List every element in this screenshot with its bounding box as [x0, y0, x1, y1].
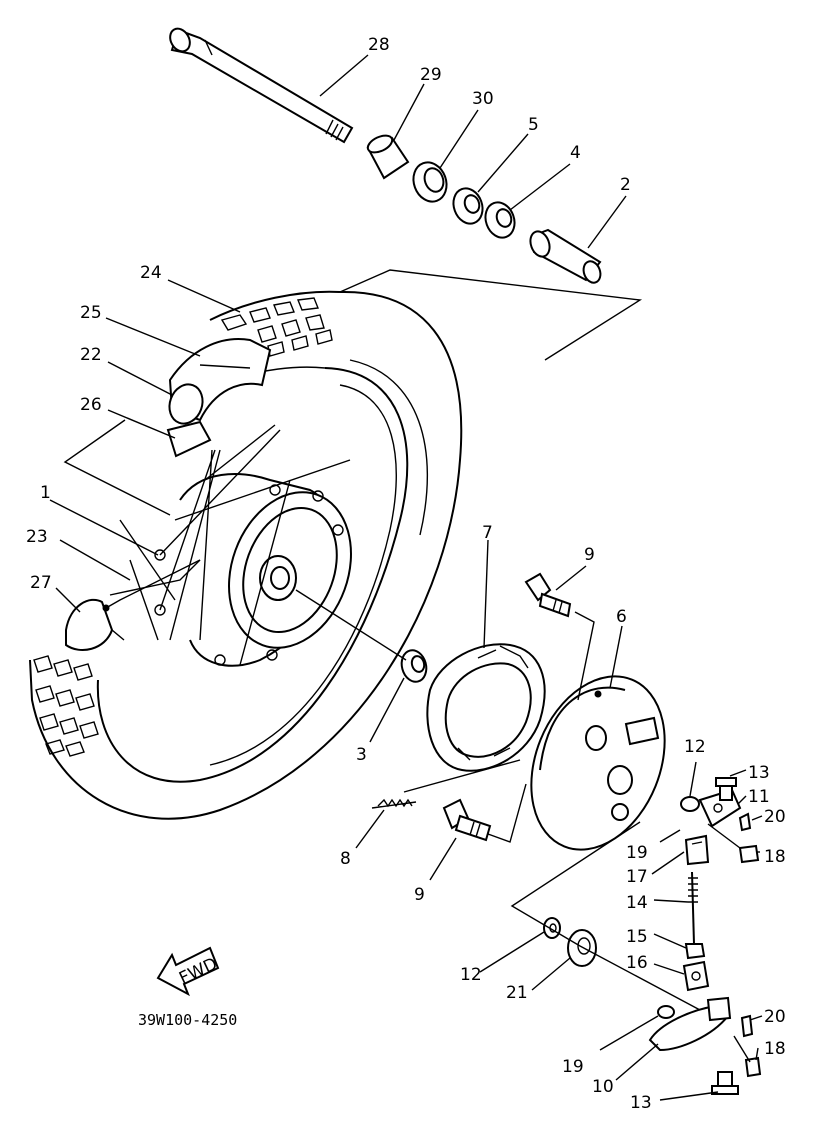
callout-1: 1: [40, 483, 51, 503]
callout-11: 11: [748, 787, 770, 807]
brake-shoes: [426, 643, 546, 772]
callout-2: 2: [620, 175, 631, 195]
callout-16: 16: [626, 953, 648, 973]
lever-assembly-lower: [648, 996, 762, 1095]
callout-9-upper: 9: [584, 545, 595, 565]
callout-14: 14: [626, 893, 648, 913]
fwd-arrow[interactable]: FWD: [156, 946, 221, 997]
joint-16: [682, 960, 710, 992]
callout-20-upper: 20: [764, 807, 786, 827]
guide-lines: [63, 269, 751, 1063]
callout-4: 4: [570, 143, 581, 163]
callout-18-lower: 18: [764, 1039, 786, 1059]
axle-collar: [366, 134, 410, 180]
brake-panel: [530, 675, 666, 851]
callout-25: 25: [80, 303, 102, 323]
callout-3: 3: [356, 745, 367, 765]
callout-18-upper: 18: [764, 847, 786, 867]
callout-27: 27: [30, 573, 52, 593]
callout-17: 17: [626, 867, 648, 887]
leader-lines: [49, 54, 763, 1101]
callout-15: 15: [626, 927, 648, 947]
lever-assembly-upper: [680, 777, 760, 864]
callout-12-lower: 12: [460, 965, 482, 985]
callout-22: 22: [80, 345, 102, 365]
washer-12-lower: [543, 917, 561, 939]
callout-28: 28: [368, 35, 390, 55]
bearing-4: [484, 201, 516, 239]
callout-21: 21: [506, 983, 528, 1003]
bearing-3: [400, 649, 428, 683]
callout-19-lower: 19: [562, 1057, 584, 1077]
axle: [169, 27, 354, 144]
callout-29: 29: [420, 65, 442, 85]
callout-7: 7: [482, 523, 493, 543]
callout-10: 10: [592, 1077, 614, 1097]
callout-26: 26: [80, 395, 102, 415]
spacer-2: [529, 228, 602, 284]
callout-12-upper: 12: [684, 737, 706, 757]
part-code: 39W100-4250: [138, 1011, 237, 1029]
cam-shaft-9-lower: [442, 798, 492, 842]
callout-9-lower: 9: [414, 885, 425, 905]
callout-13-lower: 13: [630, 1093, 652, 1113]
callout-5: 5: [528, 115, 539, 135]
cam-shaft-9-upper: [524, 572, 572, 618]
adjust-rod-14: [688, 871, 698, 945]
adjust-nut-15: [684, 943, 706, 960]
callout-30: 30: [472, 89, 494, 109]
oil-seal: [412, 161, 448, 203]
cable-joint-17: [684, 834, 710, 866]
brake-spring: [371, 798, 417, 809]
hub-spokes: [109, 424, 352, 667]
callout-19-upper: 19: [626, 843, 648, 863]
bearing-5: [452, 187, 484, 225]
wheel-tire: [29, 290, 463, 820]
callout-23: 23: [26, 527, 48, 547]
indicator-21: [567, 929, 597, 967]
callout-6: 6: [616, 607, 627, 627]
inner-tube: [168, 338, 272, 425]
callout-24: 24: [140, 263, 162, 283]
callout-13-upper: 13: [748, 763, 770, 783]
rim-band: [166, 420, 212, 458]
callout-8: 8: [340, 849, 351, 869]
callout-20-lower: 20: [764, 1007, 786, 1027]
callout-numbers: 28 29 30 5 4 2 24 25 22 26 1 23 27 7 9 6…: [26, 35, 786, 1113]
